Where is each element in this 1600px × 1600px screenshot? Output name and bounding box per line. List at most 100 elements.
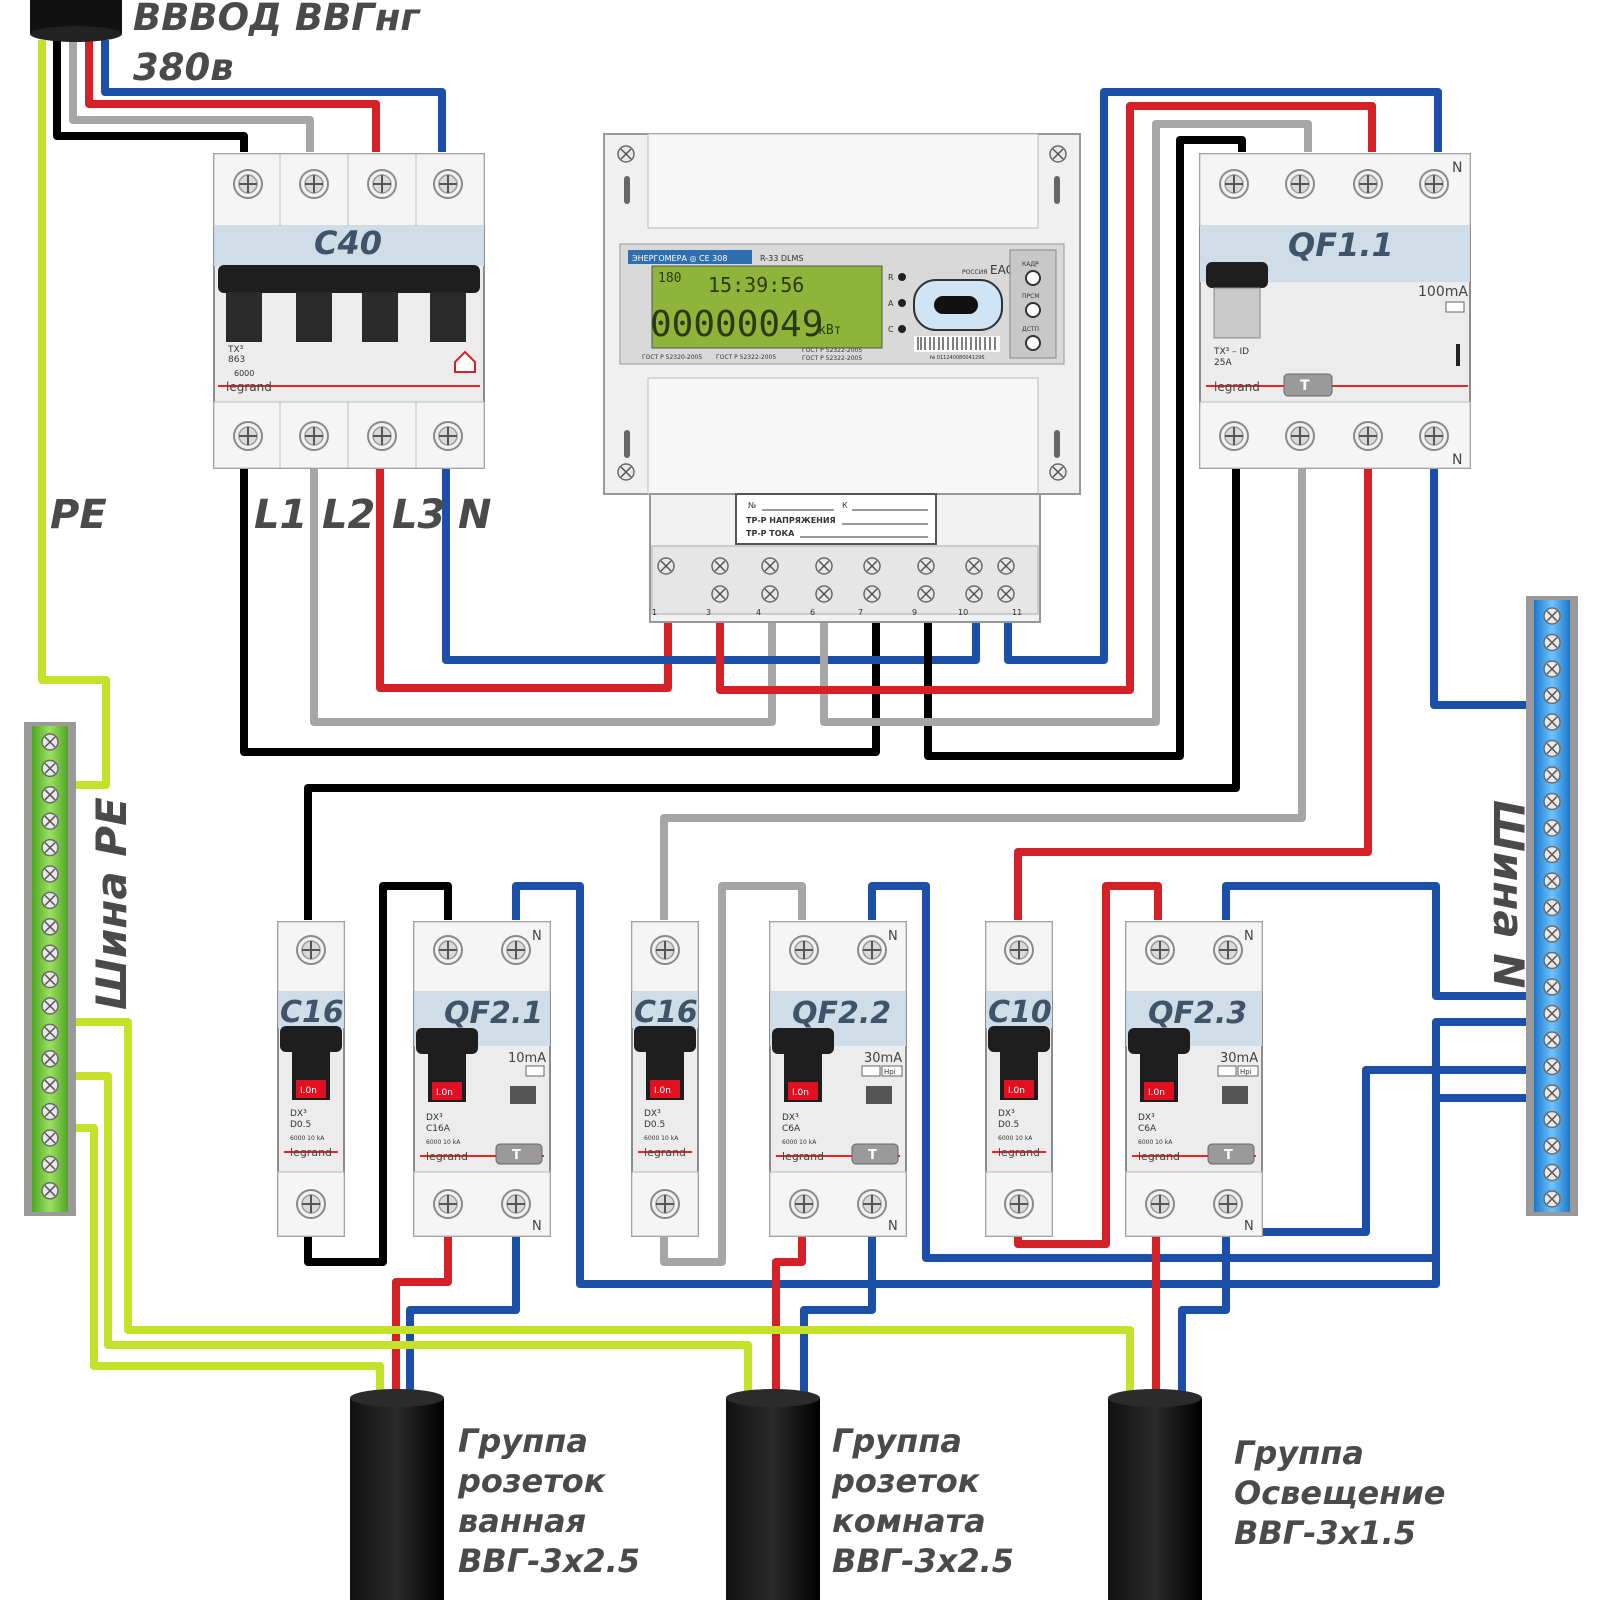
pe-bus-label: Шина PE (87, 797, 136, 1010)
group-2-line-4: ВВГ-3х2.5 (832, 1542, 1014, 1580)
bus-screw-icon (41, 970, 59, 989)
screw-icon (711, 557, 729, 575)
meter-time: 15:39:56 (708, 273, 804, 297)
test-button-icon[interactable]: T (851, 1143, 899, 1165)
barcode (917, 337, 996, 350)
wire-qf21-blue-out (406, 1232, 520, 1395)
bus-screw-icon (41, 865, 59, 883)
screw-icon (617, 145, 635, 163)
meter-term-4: 4 (756, 608, 761, 617)
breaker-rating: 6000 10 kA (290, 1135, 325, 1142)
meter-term-6: 6 (810, 608, 815, 617)
wire-input-blue (101, 40, 446, 152)
lever-icon[interactable] (1206, 262, 1268, 339)
breaker-c16-2[interactable]: C16 I.0n DX³ D0.5 6000 10 kA legrand (631, 921, 699, 1237)
dif-n-top: N (888, 929, 898, 944)
rcd-qf11-n-bottom: N (1452, 452, 1462, 468)
dif-series: DX³ (782, 1113, 799, 1123)
wire-pe-group2 (75, 1072, 752, 1395)
dif-series: DX³ (426, 1113, 443, 1123)
group-3-line-2: Освещение (1234, 1474, 1445, 1512)
screw-icon (501, 1189, 531, 1219)
breaker-c10[interactable]: C10 I.0n DX³ D0.5 6000 10 kA legrand (985, 921, 1053, 1237)
main-breaker-c40[interactable]: C40 TX³ 863 6000 legrand (213, 153, 485, 469)
lever-icon[interactable] (416, 1028, 478, 1054)
screw-icon (761, 585, 779, 603)
lever-icon[interactable] (280, 1026, 342, 1052)
breaker-brand: legrand (998, 1146, 1040, 1159)
wire-qf11-red (1014, 458, 1372, 920)
dif-rating: 6000 10 kA (782, 1139, 817, 1146)
wire-input-red (85, 40, 380, 152)
screw-icon (997, 557, 1015, 575)
test-button-icon[interactable]: T (1207, 1143, 1255, 1165)
lever-icon[interactable] (634, 1026, 696, 1052)
meter-term-10: 10 (958, 608, 968, 617)
lever-icon[interactable] (1128, 1028, 1190, 1054)
svg-text:T: T (1224, 1148, 1233, 1163)
lever-icon[interactable] (218, 265, 480, 342)
wire-input-black (53, 40, 248, 152)
breaker-brand: legrand (290, 1146, 332, 1159)
wire-meter-black-out (924, 136, 1246, 760)
screw-icon (917, 585, 935, 603)
bus-screw-icon (1543, 739, 1561, 758)
bus-screw-icon (1543, 872, 1561, 890)
dif-qf21[interactable]: N N QF2.1 I.0n 10mA DX³ C16A 6000 10 kA … (413, 921, 551, 1237)
meter-reading: 00000049 (650, 304, 823, 345)
meter-indicator-a: A (888, 299, 894, 308)
dif-brand: legrand (1138, 1150, 1180, 1163)
bus-screw-icon (41, 997, 59, 1015)
meter-button-dstp[interactable] (1025, 335, 1041, 351)
wire-input-grey (69, 40, 314, 152)
breaker-c16-1[interactable]: C16 I.0n DX³ D0.5 6000 10 kA legrand (277, 921, 345, 1237)
screw-icon (789, 1189, 819, 1219)
screw-icon (299, 421, 329, 451)
bus-screw-icon (1543, 713, 1561, 731)
cable-group-1 (350, 1389, 444, 1600)
screw-icon (1219, 421, 1249, 451)
bus-screw-icon (1543, 1031, 1561, 1049)
meter-model: R-33 DLMS (760, 254, 803, 263)
wire-qf21-red-out (392, 1232, 452, 1395)
n-label: N (458, 492, 491, 538)
bus-screw-icon (41, 891, 59, 910)
dif-qf22[interactable]: N N QF2.2 I.0n 30mA Hpi DX³ C6A 6000 10 … (769, 921, 907, 1237)
meter-term-11: 11 (1012, 608, 1022, 617)
main-breaker-series: TX³ (227, 345, 244, 355)
wire-l2-out (310, 458, 776, 726)
test-button-icon[interactable]: T (495, 1143, 543, 1165)
screw-icon (367, 421, 397, 451)
group-2-line-2: розеток (831, 1462, 981, 1500)
meter-button-kadr[interactable] (1025, 270, 1041, 286)
wire-qf22-red-out (772, 1232, 806, 1395)
dif-qf23[interactable]: N N QF2.3 I.0n 30mA Hpi DX³ C6A 6000 10 … (1125, 921, 1263, 1237)
screw-icon (857, 935, 887, 965)
breaker-ion: I.0n (300, 1086, 317, 1096)
screw-icon (433, 1189, 463, 1219)
test-button-icon[interactable]: T (1283, 373, 1333, 397)
group-1-line-3: ванная (458, 1502, 586, 1540)
screw-icon (1145, 1189, 1175, 1219)
group-3-line-1: Группа (1234, 1434, 1364, 1472)
rcd-qf11[interactable]: N N QF1.1 100mA TX³ – ID 25A legrand T (1199, 153, 1471, 469)
energy-meter: ЭНЕРГОМЕРА ◎ CE 308 R-33 DLMS РОССИЯ EAC… (603, 133, 1081, 623)
screw-icon (1219, 169, 1249, 199)
lever-icon[interactable] (772, 1028, 834, 1054)
breaker-label: C16 (280, 995, 344, 1030)
meter-brand: ЭНЕРГОМЕРА ◎ CE 308 (632, 254, 727, 263)
dif-ion: I.0n (1148, 1088, 1165, 1098)
bus-screw-icon (41, 1023, 59, 1042)
bus-screw-icon (1543, 978, 1561, 996)
wire-l3-out (376, 458, 672, 692)
house-icon (454, 350, 476, 373)
meter-button-prsm[interactable] (1025, 302, 1041, 318)
bus-screw-icon (41, 1155, 59, 1174)
screw-icon (1353, 421, 1383, 451)
screw-icon (433, 169, 463, 199)
breaker-series: DX³ (644, 1109, 661, 1119)
wire-nbus-qf22 (868, 882, 1528, 1262)
screw-icon (657, 557, 675, 575)
bus-screw-icon (1543, 951, 1561, 970)
lever-icon[interactable] (988, 1026, 1050, 1052)
